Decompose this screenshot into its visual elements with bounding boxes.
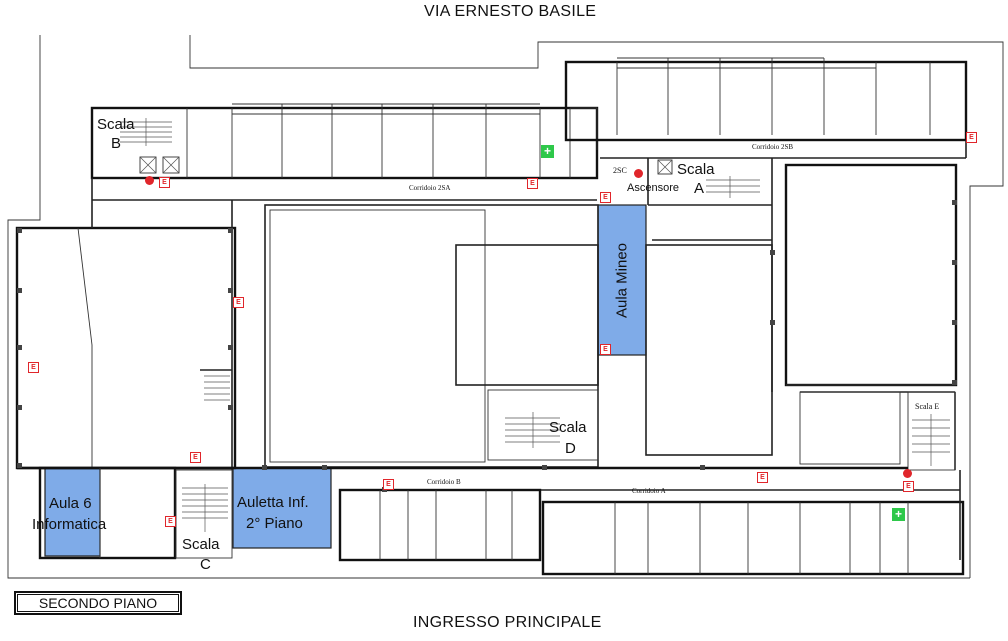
scala-d-letter: D xyxy=(565,440,576,457)
first-aid-icon: + xyxy=(892,508,905,521)
columns xyxy=(17,200,957,492)
scala-d-word: Scala xyxy=(549,419,587,436)
north-east-wing xyxy=(564,57,968,206)
scala-e-label: Scala E xyxy=(915,402,940,411)
scala-c-letter: C xyxy=(200,556,211,573)
corridoio-a-label: Corridoio A xyxy=(632,487,666,495)
exit-sign-icon: E xyxy=(527,178,538,189)
corridoio-2sa-label: Corridoio 2SA xyxy=(409,184,451,192)
room-code-2sc: 2SC xyxy=(613,166,627,175)
street-top-label: VIA ERNESTO BASILE xyxy=(424,3,597,20)
exit-sign-icon: E xyxy=(28,362,39,373)
auletta-inf-label: Auletta Inf. xyxy=(237,494,309,511)
exit-sign-icon: E xyxy=(159,177,170,188)
aula-6-label: Aula 6 xyxy=(49,495,92,512)
scala-a-letter: A xyxy=(694,180,705,197)
north-wing xyxy=(90,103,599,201)
exit-sign-icon: E xyxy=(165,516,176,527)
corridoio-2sb-label: Corridoio 2SB xyxy=(752,143,794,151)
corridoio-b-label: Corridoio B xyxy=(427,478,461,486)
exit-sign-icon: E xyxy=(190,452,201,463)
floor-label: SECONDO PIANO xyxy=(14,591,182,615)
fire-alarm-icon xyxy=(903,469,912,478)
exit-sign-icon: E xyxy=(757,472,768,483)
south-wing xyxy=(17,466,965,576)
aula-6-informatica-label: Informatica xyxy=(32,516,107,533)
aula-6-informatica-room[interactable] xyxy=(44,467,101,557)
ascensore-label: Ascensore xyxy=(627,182,679,194)
site-boundary xyxy=(7,35,1004,579)
exit-sign-icon: E xyxy=(383,479,394,490)
exit-sign-icon: E xyxy=(233,297,244,308)
scala-b-letter: B xyxy=(111,135,122,152)
auletta-inf-room[interactable] xyxy=(232,467,332,549)
first-aid-icon: + xyxy=(541,145,554,158)
exit-sign-icon: E xyxy=(903,481,914,492)
aula-mineo-room[interactable] xyxy=(597,204,647,356)
street-bottom-label: INGRESSO PRINCIPALE xyxy=(413,614,602,631)
fire-alarm-icon xyxy=(145,176,154,185)
auletta-piano-label: 2° Piano xyxy=(246,515,303,532)
exit-sign-icon: E xyxy=(600,192,611,203)
aula-mineo-label: Aula Mineo xyxy=(613,242,631,319)
west-wing xyxy=(15,200,237,470)
scala-b-word: Scala xyxy=(97,116,135,133)
scala-c-word: Scala xyxy=(182,536,220,553)
scala-a-word: Scala xyxy=(677,161,715,178)
exit-sign-icon: E xyxy=(966,132,977,143)
fire-alarm-icon xyxy=(634,169,643,178)
exit-sign-icon: E xyxy=(600,344,611,355)
